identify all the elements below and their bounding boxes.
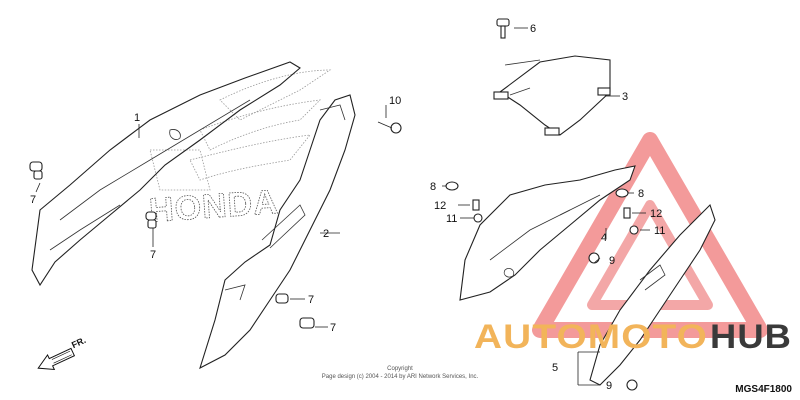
watermark-word-colored: AUTOMOTO [474, 318, 708, 356]
callout-5: 5 [552, 362, 558, 374]
part-4-rear-cowl-right [459, 165, 636, 301]
clip-7-lower-b-icon [299, 317, 315, 329]
part-1-rear-cowl-left: HONDA [31, 61, 332, 287]
copyright-line-1: Copyright [387, 366, 413, 372]
clip-7-lower-a-icon [275, 293, 289, 304]
callout-12-left: 12 [434, 200, 446, 212]
honda-logo-text: HONDA [148, 183, 280, 230]
callout-7-lower-a: 7 [308, 294, 314, 306]
callout-labels: 1 2 3 4 5 6 7 7 7 7 8 8 9 9 9 10 11 11 1… [30, 23, 665, 392]
part-3-seat-cowl [493, 55, 611, 136]
washer-11-right-icon [629, 225, 639, 235]
watermark-word-dark: HUB [710, 318, 792, 356]
fasteners [29, 18, 639, 391]
callout-7-lower-b: 7 [330, 322, 336, 334]
copyright-block: Copyright Page design (c) 2004 - 2014 by… [322, 366, 479, 380]
callout-11-right: 11 [654, 225, 665, 237]
grommet-8-right-icon [615, 188, 629, 198]
grommet-8-left-icon [445, 181, 459, 191]
copyright-line-2: Page design (c) 2004 - 2014 by ARI Netwo… [322, 374, 479, 380]
nut-9-b-icon [626, 379, 638, 391]
washer-11-left-icon [473, 213, 483, 223]
clip-7-center-icon [145, 211, 157, 229]
callout-2: 2 [323, 228, 329, 240]
clip-7-left-icon [29, 161, 43, 180]
callout-4: 4 [601, 232, 607, 244]
callout-10: 10 [389, 95, 401, 107]
direction-label: FR. [70, 335, 87, 350]
callout-6: 6 [530, 23, 536, 35]
callout-9-a: 9 [609, 255, 615, 267]
direction-arrow-icon [37, 347, 76, 371]
part-2-side-cover [199, 94, 356, 370]
part-5-lower-side [589, 203, 716, 386]
callout-1: 1 [134, 112, 140, 124]
front-direction-indicator: FR. [37, 335, 87, 371]
bolt-12-right-icon [623, 207, 631, 219]
callout-11-left: 11 [446, 213, 457, 225]
callout-8-left: 8 [430, 181, 436, 193]
callout-9-b: 9 [606, 380, 612, 392]
screw-6-icon [496, 18, 510, 39]
watermark-text: AUTOMOTO HUB [474, 318, 792, 356]
bolt-12-left-icon [472, 199, 480, 211]
leader-lines [35, 27, 650, 386]
callout-7-center: 7 [150, 249, 156, 261]
wing-logo-icon [149, 69, 332, 191]
diagram-code: MGS4F1800 [735, 384, 792, 395]
callout-7-left: 7 [30, 194, 36, 206]
callout-3: 3 [622, 91, 628, 103]
callout-12-right: 12 [650, 208, 662, 220]
callout-8-right: 8 [638, 188, 644, 200]
screw-10-icon [377, 121, 402, 134]
